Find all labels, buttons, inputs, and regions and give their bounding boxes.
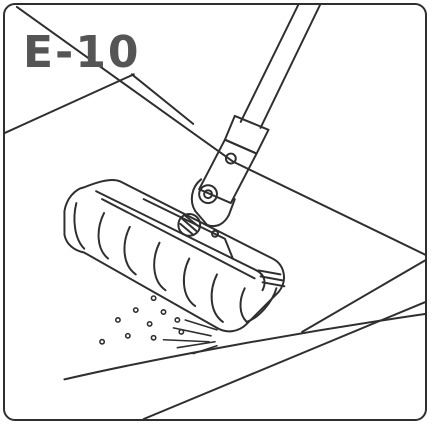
dust-particle [114, 316, 121, 323]
roller-segment [73, 202, 86, 250]
brush-head-end-cap [245, 287, 278, 323]
dust-particle [150, 295, 157, 302]
dust-particle [150, 334, 157, 341]
roller-segment [153, 241, 167, 292]
floor-front-edge [63, 313, 425, 381]
roller-segment [183, 257, 197, 308]
handle-collar [223, 114, 270, 155]
error-card-frame: E-10 [3, 3, 427, 421]
error-code-label: E-10 [23, 27, 141, 78]
roller-segment [239, 287, 248, 323]
dust-particles [99, 295, 185, 345]
roller-segment [123, 225, 137, 276]
wall-line [15, 5, 425, 256]
dust-particle [132, 307, 139, 314]
handle-neck [198, 138, 258, 205]
vacuum-floor-brush-illustration [5, 5, 425, 419]
brush-head-inner-top [101, 198, 256, 280]
dust-particle [174, 316, 181, 323]
handle-tube [239, 5, 321, 129]
motion-lines [162, 319, 218, 355]
roller-segment [210, 273, 224, 323]
release-button [224, 152, 237, 165]
joint-pivot [198, 184, 218, 205]
floor-edge [130, 73, 195, 125]
joint-pivot-inner [203, 189, 214, 200]
brush-head-vent [257, 269, 286, 288]
roller-segment [97, 212, 110, 260]
dust-particle [99, 338, 106, 345]
brush-head-body [63, 179, 285, 333]
brush-head-seam [142, 198, 234, 260]
floor-bottom-edge [142, 301, 425, 419]
floor-left-edge [5, 73, 135, 134]
floor-right-edge [301, 259, 425, 333]
dust-particle [124, 332, 131, 339]
dust-particle [160, 309, 167, 316]
joint-screw [211, 229, 219, 238]
joint-knuckle [177, 212, 202, 237]
dust-particle [146, 320, 153, 327]
